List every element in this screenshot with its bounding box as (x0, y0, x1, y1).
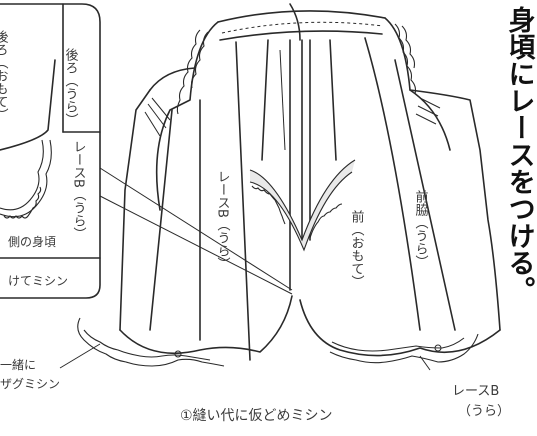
inset-note-line-2: けてミシン (8, 274, 68, 288)
label-lace-bottom-2: （うら） (458, 404, 510, 419)
inset-label-lace-text: レースB（うら） (71, 140, 87, 240)
left-note-line-2: ザグミシン (0, 377, 60, 391)
instruction-title: 身頃にレースをつける。 (504, 5, 536, 303)
inset-label-back-text: 後ろ（うら） (63, 48, 79, 126)
left-note-line-1: 一緒に (0, 357, 36, 372)
label-lace-bottom-1: レースB (452, 384, 499, 399)
caption: ①縫い代に仮どめミシン (180, 408, 333, 424)
label-lace-center: レースB（うら） (215, 170, 231, 270)
label-front: 前（おもて） (349, 209, 365, 288)
inset-note-line-1: 側の身頃 (8, 234, 56, 249)
label-side-front: 前脇（うら） (413, 189, 429, 268)
garment (59, 3, 501, 371)
inset-panel (0, 3, 293, 299)
inset-label-left-partial: 後ろ（おもて） (0, 30, 8, 121)
leader-line-bottom (99, 195, 293, 295)
leader-line-top (99, 167, 293, 291)
